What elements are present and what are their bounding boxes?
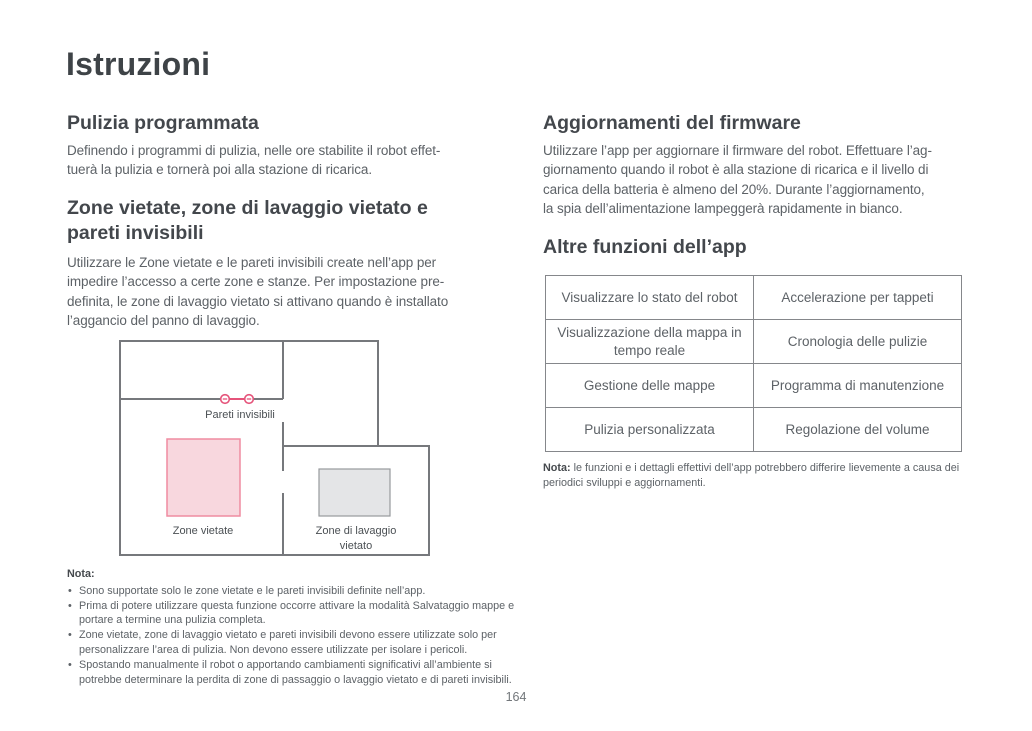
note-text: le funzioni e i dettagli effettivi dell’… bbox=[543, 462, 960, 489]
note-label: Nota: bbox=[543, 462, 571, 474]
note-item: Sono supportate solo le zone vietate e l… bbox=[67, 584, 547, 599]
note-list: Sono supportate solo le zone vietate e l… bbox=[67, 584, 547, 688]
table-cell: Programma di manutenzione bbox=[753, 363, 962, 408]
table-cell: Accelerazione per tappeti bbox=[753, 275, 962, 320]
table-row: Visualizzare lo stato del robot Accelera… bbox=[545, 275, 962, 320]
label-no-mop-zone-line2: vietato bbox=[340, 540, 372, 552]
section-body-firmware: Utilizzare l’app per aggiornare il firmw… bbox=[543, 143, 932, 216]
no-go-zone-rect bbox=[166, 438, 241, 517]
table-cell: Cronologia delle pulizie bbox=[753, 319, 962, 364]
section-body-scheduled-cleaning: Definendo i programmi di pulizia, nelle … bbox=[67, 143, 441, 178]
note-item: Spostando manualmente il robot o apporta… bbox=[67, 658, 547, 688]
table-cell: Visualizzare lo stato del robot bbox=[545, 275, 754, 320]
right-note: Nota: le funzioni e i dettagli effettivi… bbox=[543, 461, 983, 491]
table-row: Pulizia personalizzata Regolazione del v… bbox=[545, 407, 962, 452]
note-item: Prima di potere utilizzare questa funzio… bbox=[67, 599, 547, 629]
section-body-zones: Utilizzare le Zone vietate e le pareti i… bbox=[67, 255, 449, 328]
floor-plan-diagram: Pareti invisibili Zone vietate Zone di l… bbox=[119, 340, 430, 556]
table-row: Visualizzazione della mappa in tempo rea… bbox=[545, 319, 962, 364]
page-number: 164 bbox=[505, 690, 527, 704]
table-cell: Regolazione del volume bbox=[753, 407, 962, 452]
label-no-mop-zone-line1: Zone di lavaggio bbox=[316, 525, 397, 537]
section-heading-firmware: Aggiornamenti del firmware bbox=[543, 112, 801, 134]
left-note: Nota: Sono supportate solo le zone vieta… bbox=[67, 567, 547, 687]
table-cell: Gestione delle mappe bbox=[545, 363, 754, 408]
app-functions-table: Visualizzare lo stato del robot Accelera… bbox=[545, 275, 962, 452]
section-heading-zones: Zone vietate, zone di lavaggio vietato e… bbox=[67, 197, 428, 244]
label-invisible-walls: Pareti invisibili bbox=[205, 409, 275, 421]
note-label: Nota: bbox=[67, 568, 95, 580]
note-item: Zone vietate, zone di lavaggio vietato e… bbox=[67, 628, 547, 658]
table-cell: Visualizzazione della mappa in tempo rea… bbox=[545, 319, 754, 364]
page-title: Istruzioni bbox=[66, 46, 211, 82]
section-heading-scheduled-cleaning: Pulizia programmata bbox=[67, 112, 259, 134]
section-heading-app-functions: Altre funzioni dell’app bbox=[543, 236, 747, 258]
label-no-go-zone: Zone vietate bbox=[173, 525, 234, 537]
table-row: Gestione delle mappe Programma di manute… bbox=[545, 363, 962, 408]
table-cell: Pulizia personalizzata bbox=[545, 407, 754, 452]
no-mop-zone-rect bbox=[318, 468, 391, 517]
